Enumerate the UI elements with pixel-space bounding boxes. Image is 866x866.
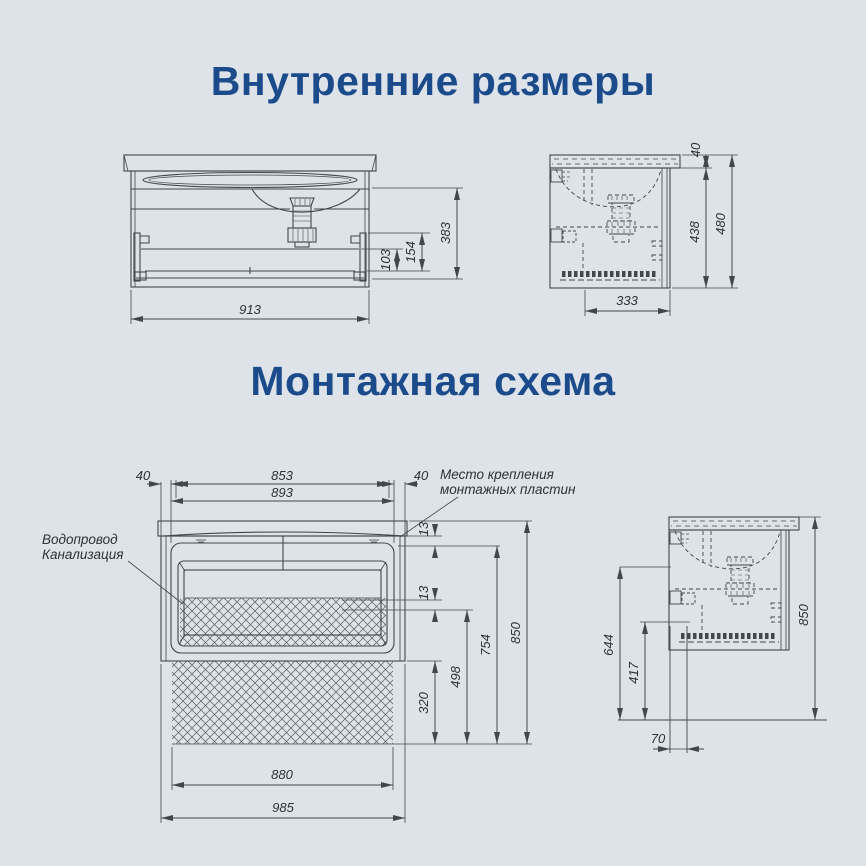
plumbing-label-line1: Водопровод [42, 532, 118, 547]
internal-side-dimensions [584, 154, 738, 316]
drawer-rails [133, 232, 367, 282]
dim-320: 320 [416, 691, 431, 713]
mounting-front-view-drawing: 40 853 40 893 13 13 320 498 754 850 880 … [42, 467, 576, 823]
dim-154: 154 [403, 241, 418, 263]
internal-front-view-drawing: 913 383 154 103 [123, 154, 463, 324]
internal-dimensions-title: Внутренние размеры [210, 58, 656, 104]
dim-985: 985 [272, 800, 294, 815]
internal-side-view-drawing: 40 438 480 333 [520, 142, 738, 316]
dim-417: 417 [626, 661, 641, 683]
dim-333: 333 [616, 293, 638, 308]
utilities-channel-lines [669, 626, 688, 753]
dim-913: 913 [239, 302, 261, 317]
dim-754: 754 [478, 634, 493, 656]
dim-498: 498 [448, 665, 463, 687]
dim-880: 880 [271, 767, 293, 782]
dim-850-side: 850 [796, 603, 811, 625]
dim-644: 644 [601, 634, 616, 656]
basin-bowl [251, 188, 361, 213]
dim-40-right: 40 [414, 468, 429, 483]
internal-front-dimensions [130, 187, 463, 324]
plates-leader-line [399, 496, 459, 538]
cabinet-mounting-side-outline [618, 517, 827, 753]
basin-rim-oval [142, 171, 358, 189]
plumbing-label-line2: Канализация [42, 547, 123, 562]
plates-label-line1: Место крепления [440, 467, 554, 482]
dim-480: 480 [713, 212, 728, 234]
dim-103: 103 [378, 248, 393, 270]
dim-853: 853 [271, 468, 293, 483]
dim-13-mid: 13 [416, 585, 431, 600]
dim-438: 438 [687, 220, 702, 242]
cabinet-mounting-front-outline [127, 496, 459, 662]
mounting-scheme-title: Монтажная схема [250, 358, 616, 404]
dim-893: 893 [271, 485, 293, 500]
dim-40-top: 40 [688, 142, 703, 157]
mounting-front-dimensions [147, 480, 532, 823]
plumbing-leader-line [127, 560, 184, 605]
cabinet-side-outline [550, 155, 680, 288]
dim-13-top: 13 [416, 521, 431, 536]
mounting-side-view-drawing: 850 644 417 70 [601, 460, 827, 753]
plates-label-line2: монтажных пластин [440, 482, 576, 497]
dim-40-left: 40 [136, 468, 151, 483]
dim-70: 70 [651, 731, 666, 746]
mounting-side-dimensions [617, 516, 821, 752]
wall-hatch-zone [172, 661, 393, 744]
cabinet-front-outline [123, 154, 377, 288]
utilities-hatch-zone [180, 598, 386, 646]
dim-383: 383 [438, 221, 453, 243]
dim-850-front: 850 [508, 621, 523, 643]
siphon [287, 197, 317, 248]
